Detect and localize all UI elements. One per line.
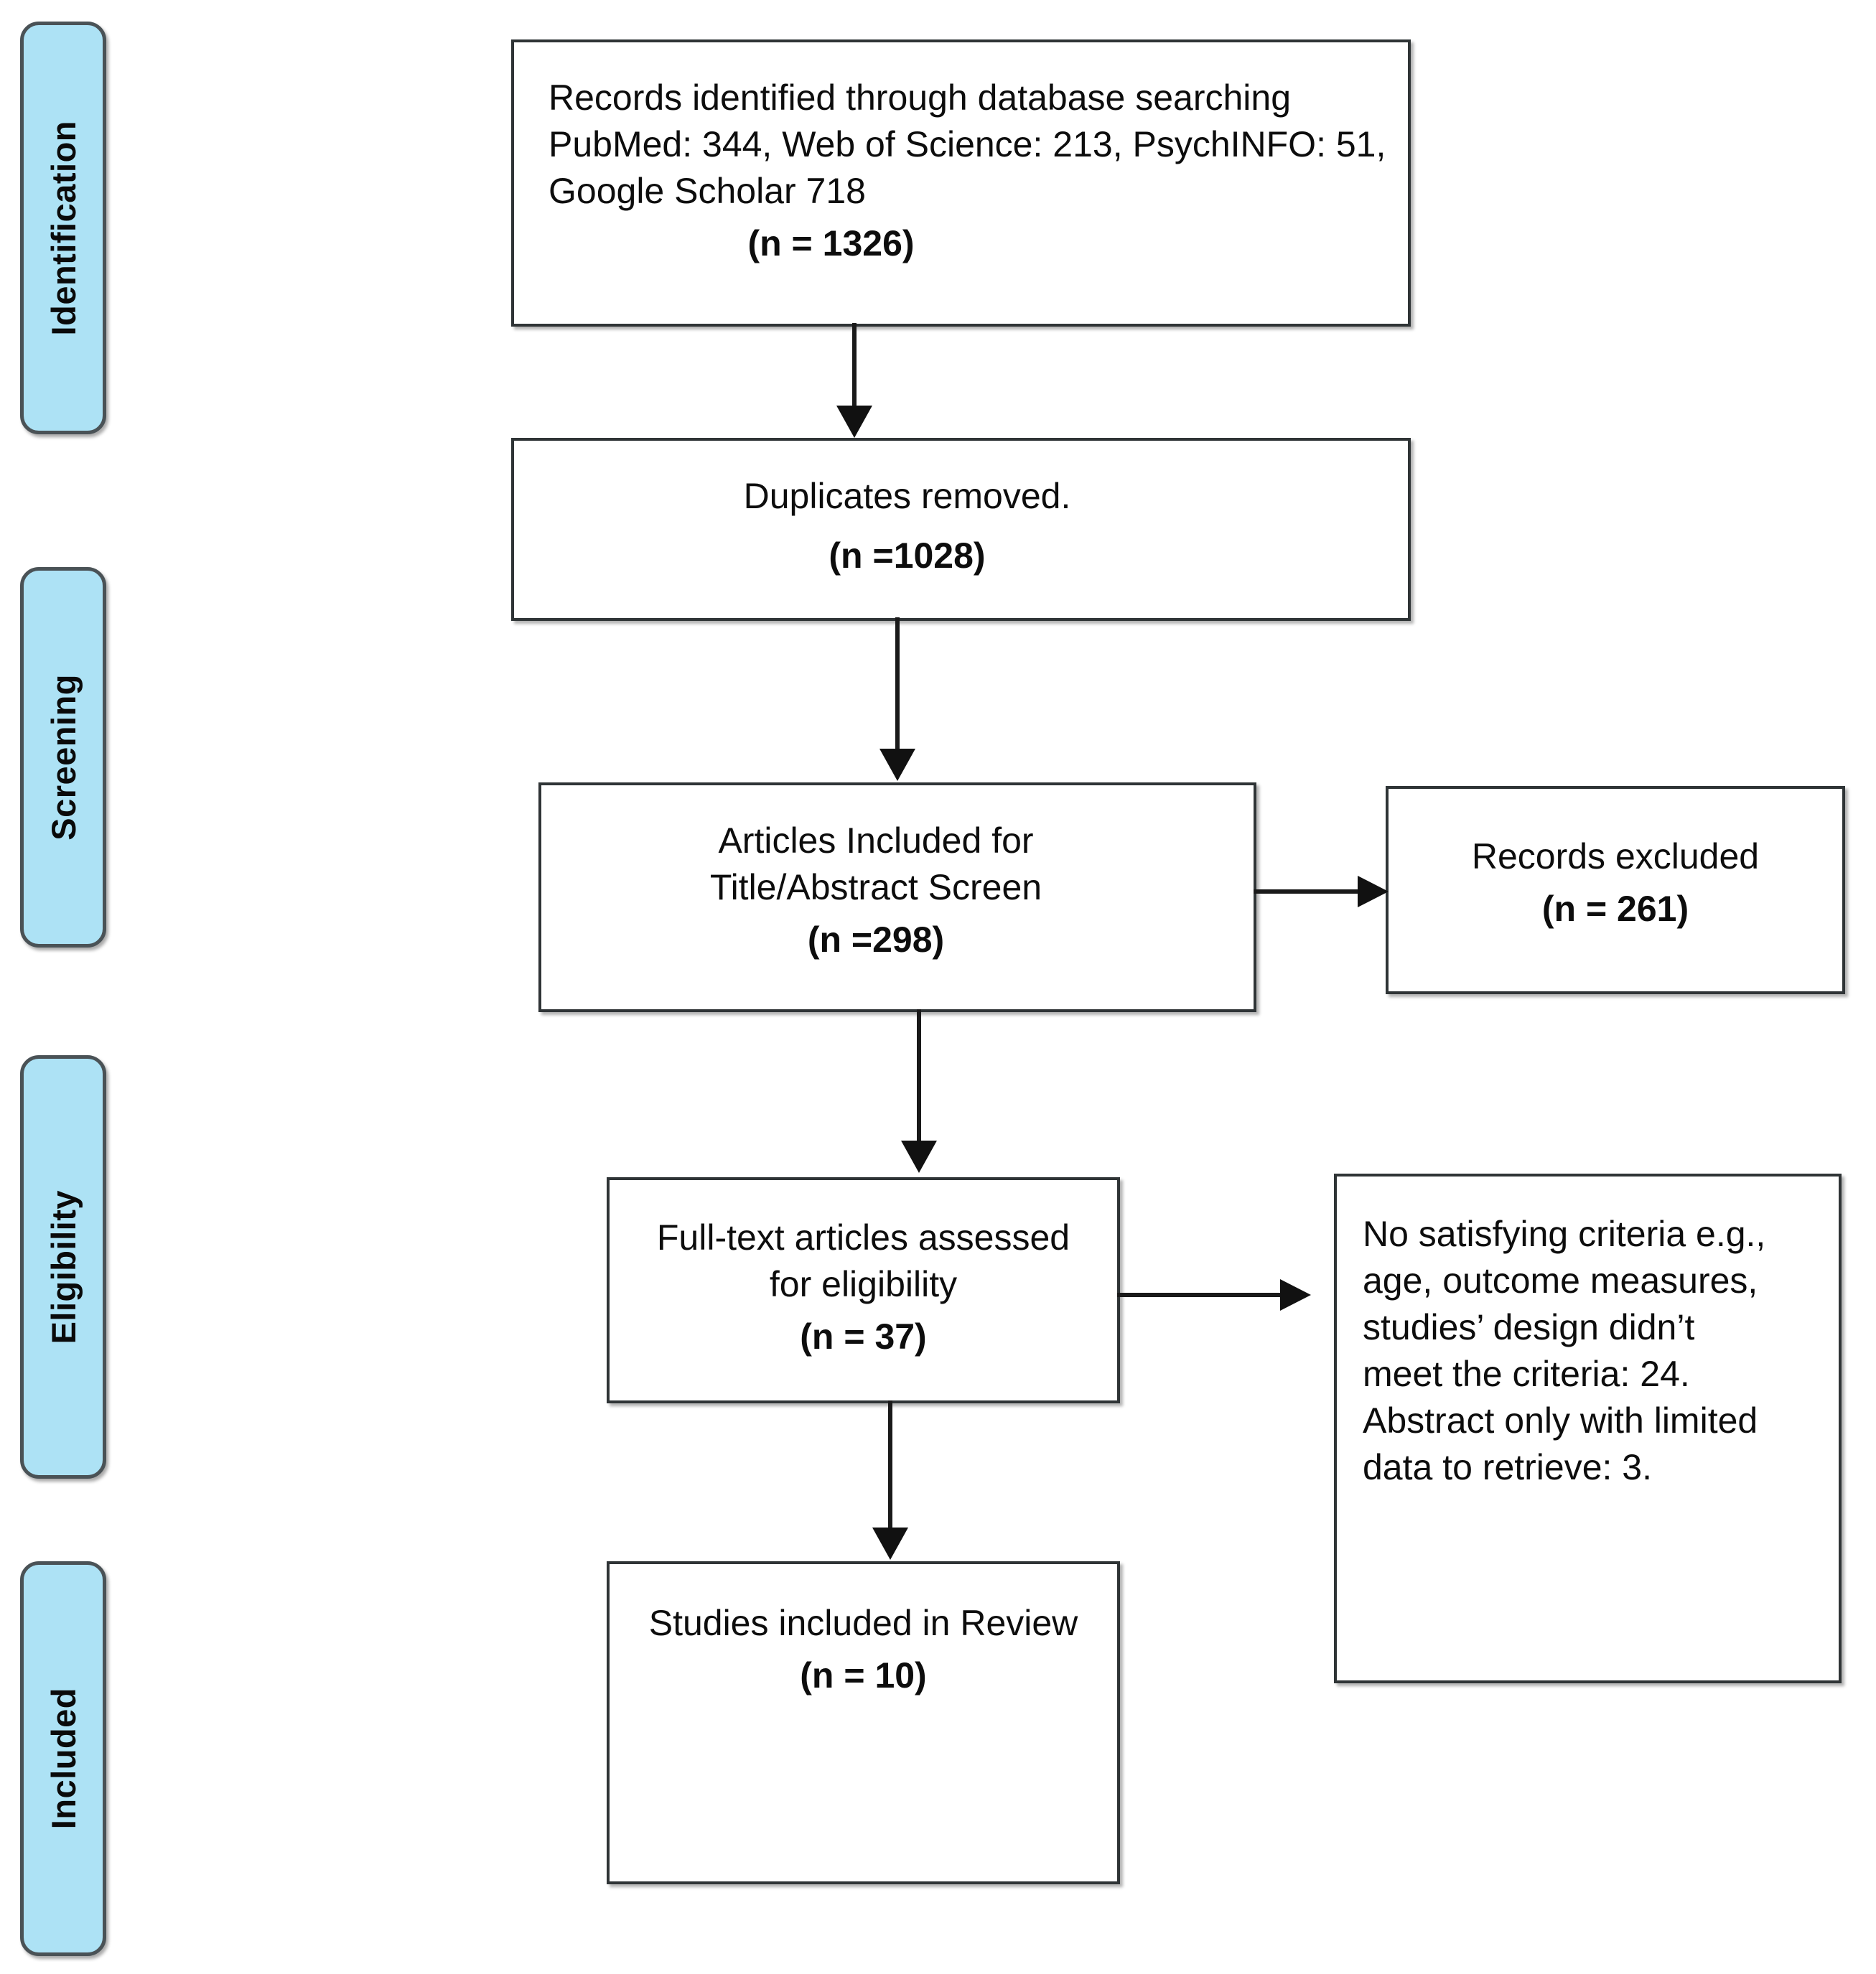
title-abstract-text: Articles Included for Title/Abstract Scr… bbox=[709, 820, 1042, 907]
arrow-fulltext-to-included bbox=[862, 1400, 926, 1573]
stage-label-included: Included bbox=[44, 1688, 83, 1830]
fulltext-assessed-count: (n = 37) bbox=[800, 1316, 927, 1357]
box-exclusion-reasons: No satisfying criteria e.g., age, outcom… bbox=[1334, 1174, 1842, 1683]
stage-label-screening: Screening bbox=[44, 674, 83, 841]
exclusion-reasons-text: No satisfying criteria e.g., age, outcom… bbox=[1363, 1214, 1766, 1487]
records-identified-text: Records identified through database sear… bbox=[549, 78, 1386, 211]
studies-included-count: (n = 10) bbox=[800, 1655, 927, 1695]
records-identified-count: (n = 1326) bbox=[747, 223, 915, 263]
box-title-abstract-screen: Articles Included for Title/Abstract Scr… bbox=[538, 782, 1256, 1012]
box-records-identified: Records identified through database sear… bbox=[511, 39, 1411, 327]
duplicates-removed-count: (n =1028) bbox=[829, 535, 986, 576]
title-abstract-count: (n =298) bbox=[807, 920, 945, 960]
records-excluded-text: Records excluded bbox=[1471, 836, 1760, 876]
stage-tab-screening: Screening bbox=[20, 567, 106, 948]
records-excluded-count: (n = 261) bbox=[1541, 889, 1689, 929]
arrow-screen-to-fulltext bbox=[890, 1009, 955, 1182]
stage-label-eligibility: Eligibility bbox=[44, 1189, 83, 1344]
stage-tab-identification: Identification bbox=[20, 22, 106, 434]
studies-included-text: Studies included in Review bbox=[648, 1603, 1078, 1643]
arrow-identified-to-duplicates bbox=[826, 323, 890, 445]
arrow-screen-to-excluded bbox=[1254, 861, 1419, 926]
box-duplicates-removed: Duplicates removed. (n =1028) bbox=[511, 438, 1411, 621]
duplicates-removed-text: Duplicates removed. bbox=[743, 476, 1071, 516]
arrow-fulltext-to-reasons bbox=[1117, 1263, 1340, 1328]
box-studies-included: Studies included in Review (n = 10) bbox=[607, 1561, 1120, 1884]
stage-tab-eligibility: Eligibility bbox=[20, 1055, 106, 1479]
arrow-duplicates-to-screen bbox=[869, 617, 933, 790]
stage-tab-included: Included bbox=[20, 1561, 106, 1956]
fulltext-assessed-text: Full-text articles assessed for eligibil… bbox=[656, 1217, 1070, 1304]
box-fulltext-assessed: Full-text articles assessed for eligibil… bbox=[607, 1177, 1120, 1403]
stage-label-identification: Identification bbox=[44, 120, 83, 336]
box-records-excluded: Records excluded (n = 261) bbox=[1386, 786, 1845, 994]
